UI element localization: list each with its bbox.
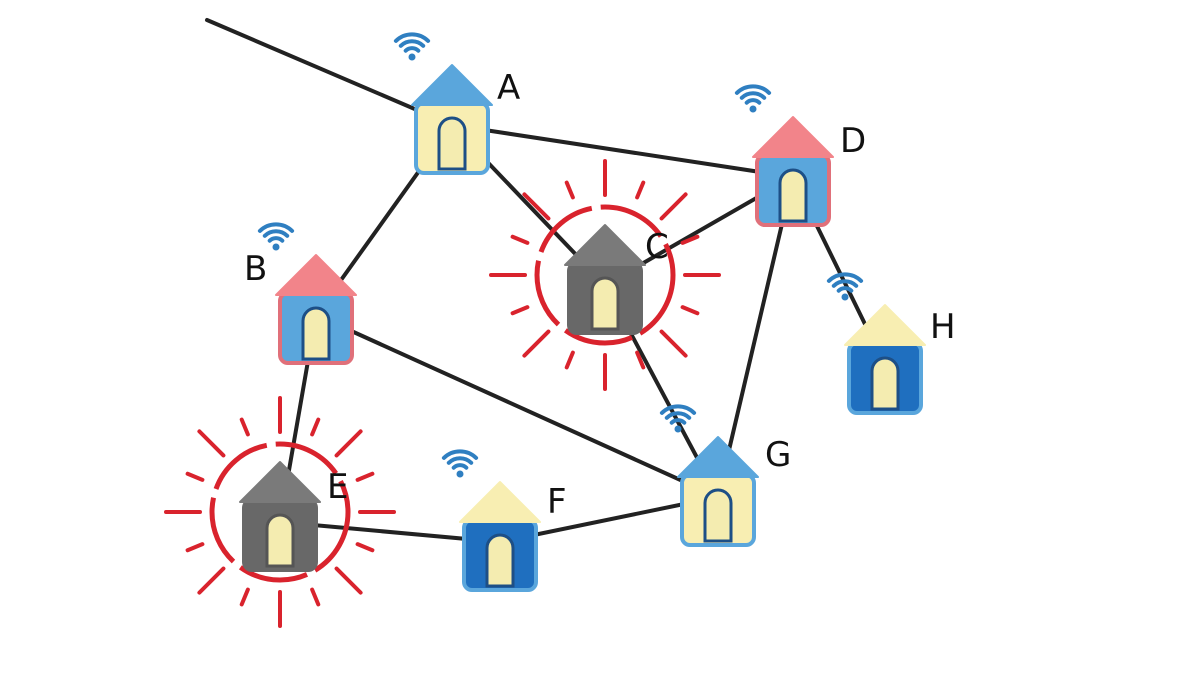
outage-ray (197, 429, 226, 458)
outage-ray (564, 350, 575, 370)
houses-layer (239, 32, 926, 592)
house-door (590, 276, 620, 331)
outage-ray (680, 305, 700, 316)
house-H (826, 272, 926, 415)
label-D: D (840, 121, 866, 161)
house-roof (677, 436, 759, 478)
labels-layer: A B C D E F G H (244, 68, 956, 522)
house-roof (411, 64, 493, 106)
edge-A-D (450, 123, 795, 179)
house-roof (564, 224, 646, 266)
outage-ray (522, 192, 551, 221)
outage-ray (522, 329, 551, 358)
outage-ray (510, 305, 530, 316)
outage-ray (680, 234, 700, 245)
outage-ray (310, 587, 321, 607)
house-roof (459, 481, 541, 523)
house-door (265, 513, 295, 568)
wifi-icon (734, 84, 772, 113)
outage-ray (635, 350, 646, 370)
wifi-icon (257, 222, 295, 251)
outage-ray (334, 566, 363, 595)
outage-ray (635, 180, 646, 200)
edge-D-G (716, 175, 795, 499)
edge-source-A (205, 18, 454, 127)
outage-ray (355, 542, 375, 553)
house-roof (275, 254, 357, 296)
wifi-icon (441, 449, 479, 478)
wifi-icon (393, 32, 431, 61)
house-G (659, 404, 759, 547)
house-B (257, 222, 357, 365)
label-F: F (547, 482, 567, 522)
label-G: G (765, 435, 791, 475)
house-door (703, 488, 733, 543)
house-door (870, 356, 900, 411)
house-D (734, 84, 834, 227)
outage-ray (310, 417, 321, 437)
outage-ray (510, 234, 530, 245)
house-door (485, 533, 515, 588)
outage-burst-E (164, 396, 396, 628)
house-E (239, 461, 321, 572)
house-A (393, 32, 493, 175)
outage-ray (185, 471, 205, 482)
house-door (778, 168, 808, 223)
outage-ring (209, 441, 351, 583)
label-C: C (645, 227, 669, 267)
house-C (564, 224, 646, 335)
outage-ray (185, 542, 205, 553)
outage-ray (239, 587, 250, 607)
outage-ray (239, 417, 250, 437)
house-roof (239, 461, 321, 503)
outage-ring (534, 204, 676, 346)
house-F (441, 449, 541, 592)
outage-ray (355, 471, 375, 482)
outage-ray (659, 329, 688, 358)
edge-B-G (314, 313, 720, 499)
outage-ray (197, 566, 226, 595)
outage-ray (334, 429, 363, 458)
label-E: E (327, 467, 348, 507)
house-door (437, 116, 467, 171)
label-B: B (244, 249, 267, 289)
outage-ray (659, 192, 688, 221)
wifi-icon (826, 272, 864, 301)
label-H: H (930, 307, 956, 347)
house-roof (752, 116, 834, 158)
outage-burst-C (489, 159, 721, 391)
wifi-icon (659, 404, 697, 433)
house-door (301, 306, 331, 361)
label-A: A (497, 68, 520, 108)
house-roof (844, 304, 926, 346)
outage-ray (564, 180, 575, 200)
outage-bursts-layer (164, 159, 721, 628)
